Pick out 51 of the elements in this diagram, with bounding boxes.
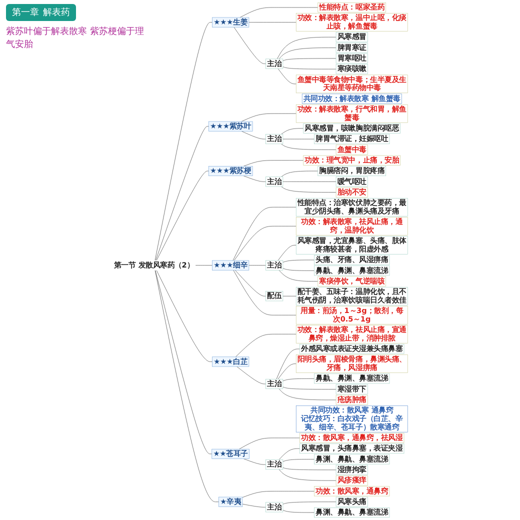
connector <box>154 270 212 454</box>
connector <box>241 131 266 140</box>
connector <box>156 170 209 261</box>
connector <box>282 268 314 271</box>
connector <box>238 438 300 450</box>
connector <box>242 491 314 498</box>
header-text: 解表药 <box>43 6 70 19</box>
connector <box>236 366 266 384</box>
connector <box>282 66 336 70</box>
connector <box>278 270 318 282</box>
connector <box>280 186 336 192</box>
connector <box>280 144 336 150</box>
connector <box>278 245 296 261</box>
connector <box>242 504 266 508</box>
note-text: 紫苏叶偏于解表散寒 紫苏梗偏于理气安胎 <box>6 26 145 51</box>
connector <box>156 270 212 362</box>
connector <box>195 265 212 266</box>
connector <box>280 170 318 178</box>
connector <box>233 270 296 316</box>
connector <box>278 48 336 60</box>
connector <box>243 458 266 465</box>
connector <box>276 36 336 60</box>
connector <box>154 270 219 502</box>
connector <box>282 459 314 462</box>
connector <box>278 364 296 380</box>
connector <box>241 113 296 122</box>
connector <box>240 7 318 18</box>
connector <box>278 469 336 481</box>
connector <box>243 176 266 182</box>
connector <box>243 160 304 166</box>
connector <box>154 22 212 261</box>
connector <box>234 226 296 261</box>
connector <box>276 348 300 380</box>
connector <box>282 502 336 504</box>
connector <box>234 26 266 64</box>
connector <box>232 207 296 261</box>
connector <box>278 448 300 460</box>
connector <box>282 510 314 513</box>
connector <box>278 68 296 84</box>
connector <box>155 126 209 261</box>
connector <box>282 260 314 262</box>
connector <box>248 265 266 266</box>
connector <box>280 128 304 134</box>
connector <box>282 386 336 390</box>
connector <box>235 334 296 358</box>
connector <box>282 378 314 382</box>
connector <box>234 270 266 296</box>
header-text: 第一章 <box>12 6 39 19</box>
connector <box>278 388 336 400</box>
connector <box>282 58 336 61</box>
connector <box>282 467 336 470</box>
